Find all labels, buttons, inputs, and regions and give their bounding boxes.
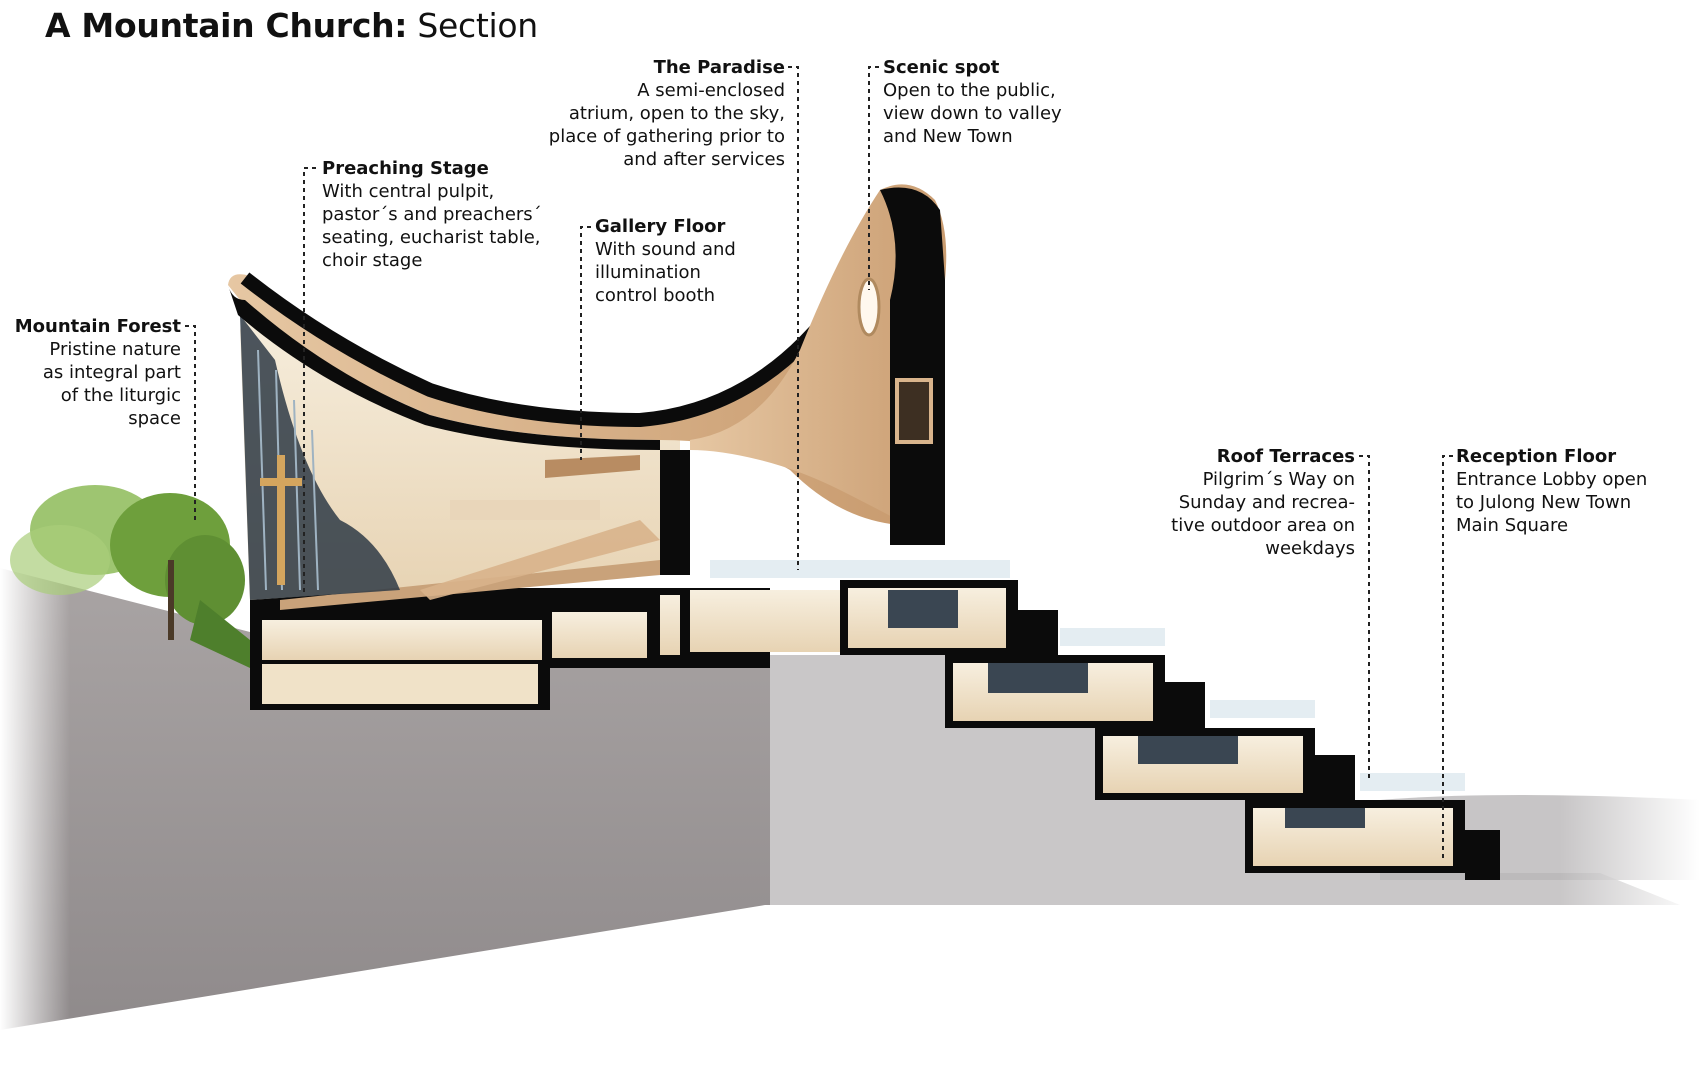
annotation-mountain-forest: Mountain Forest Pristine nature as integ… — [15, 315, 181, 430]
annotation-line: Pristine nature — [49, 339, 181, 360]
title-normal: Section — [417, 6, 538, 45]
annotation-paradise: The Paradise A semi-enclosed atrium, ope… — [549, 56, 785, 171]
annotation-heading: Preaching Stage — [322, 158, 489, 179]
annotation-line: place of gathering prior to — [548, 126, 785, 147]
annotation-line: choir stage — [322, 250, 423, 271]
annotation-line: Pilgrim´s Way on — [1202, 469, 1355, 490]
annotation-line: illumination — [595, 262, 701, 283]
annotation-line: pastor´s and preachers´ — [322, 204, 542, 225]
annotation-reception-floor: Reception Floor Entrance Lobby open to J… — [1456, 445, 1647, 537]
annotation-line: A semi-enclosed — [637, 80, 785, 101]
annotation-heading: The Paradise — [653, 57, 785, 78]
annotation-line: Main Square — [1456, 515, 1569, 536]
forest-trees — [10, 485, 250, 668]
annotation-line: and New Town — [883, 126, 1013, 147]
annotation-line: Open to the public, — [883, 80, 1056, 101]
stepped-terrace-floors — [710, 560, 1500, 880]
annotation-line: control booth — [595, 285, 716, 306]
annotation-line: seating, eucharist table, — [322, 227, 541, 248]
annotation-heading: Roof Terraces — [1216, 446, 1355, 467]
sanctuary — [240, 300, 680, 610]
annotation-line: With sound and — [595, 239, 736, 260]
annotation-scenic-spot: Scenic spot Open to the public, view dow… — [883, 56, 1062, 148]
annotation-line: With central pulpit, — [322, 181, 495, 202]
annotation-line: and after services — [623, 149, 785, 170]
annotation-line: to Julong New Town — [1456, 492, 1632, 513]
annotation-line: as integral part — [42, 362, 181, 383]
annotation-heading: Reception Floor — [1456, 446, 1617, 467]
annotation-heading: Scenic spot — [883, 57, 1000, 78]
leader-lines — [185, 66, 1453, 860]
annotation-gallery-floor: Gallery Floor With sound and illuminatio… — [595, 215, 736, 307]
curved-roof-shell — [228, 184, 947, 575]
annotation-heading: Mountain Forest — [14, 316, 181, 337]
annotation-line: Entrance Lobby open — [1456, 469, 1648, 490]
annotation-line: view down to valley — [883, 103, 1062, 124]
annotation-line: weekdays — [1265, 538, 1355, 559]
annotation-roof-terraces: Roof Terraces Pilgrim´s Way on Sunday an… — [1171, 445, 1355, 560]
annotation-line: Sunday and recrea- — [1178, 492, 1355, 513]
annotation-line: space — [128, 408, 181, 429]
annotation-preaching-stage: Preaching Stage With central pulpit, pas… — [322, 157, 542, 272]
title-bold: A Mountain Church: — [45, 6, 408, 45]
page-title: A Mountain Church: Section — [45, 6, 538, 45]
annotation-line: tive outdoor area on — [1171, 515, 1355, 536]
annotation-line: atrium, open to the sky, — [568, 103, 785, 124]
annotation-heading: Gallery Floor — [595, 216, 726, 237]
annotation-line: of the liturgic — [60, 385, 181, 406]
